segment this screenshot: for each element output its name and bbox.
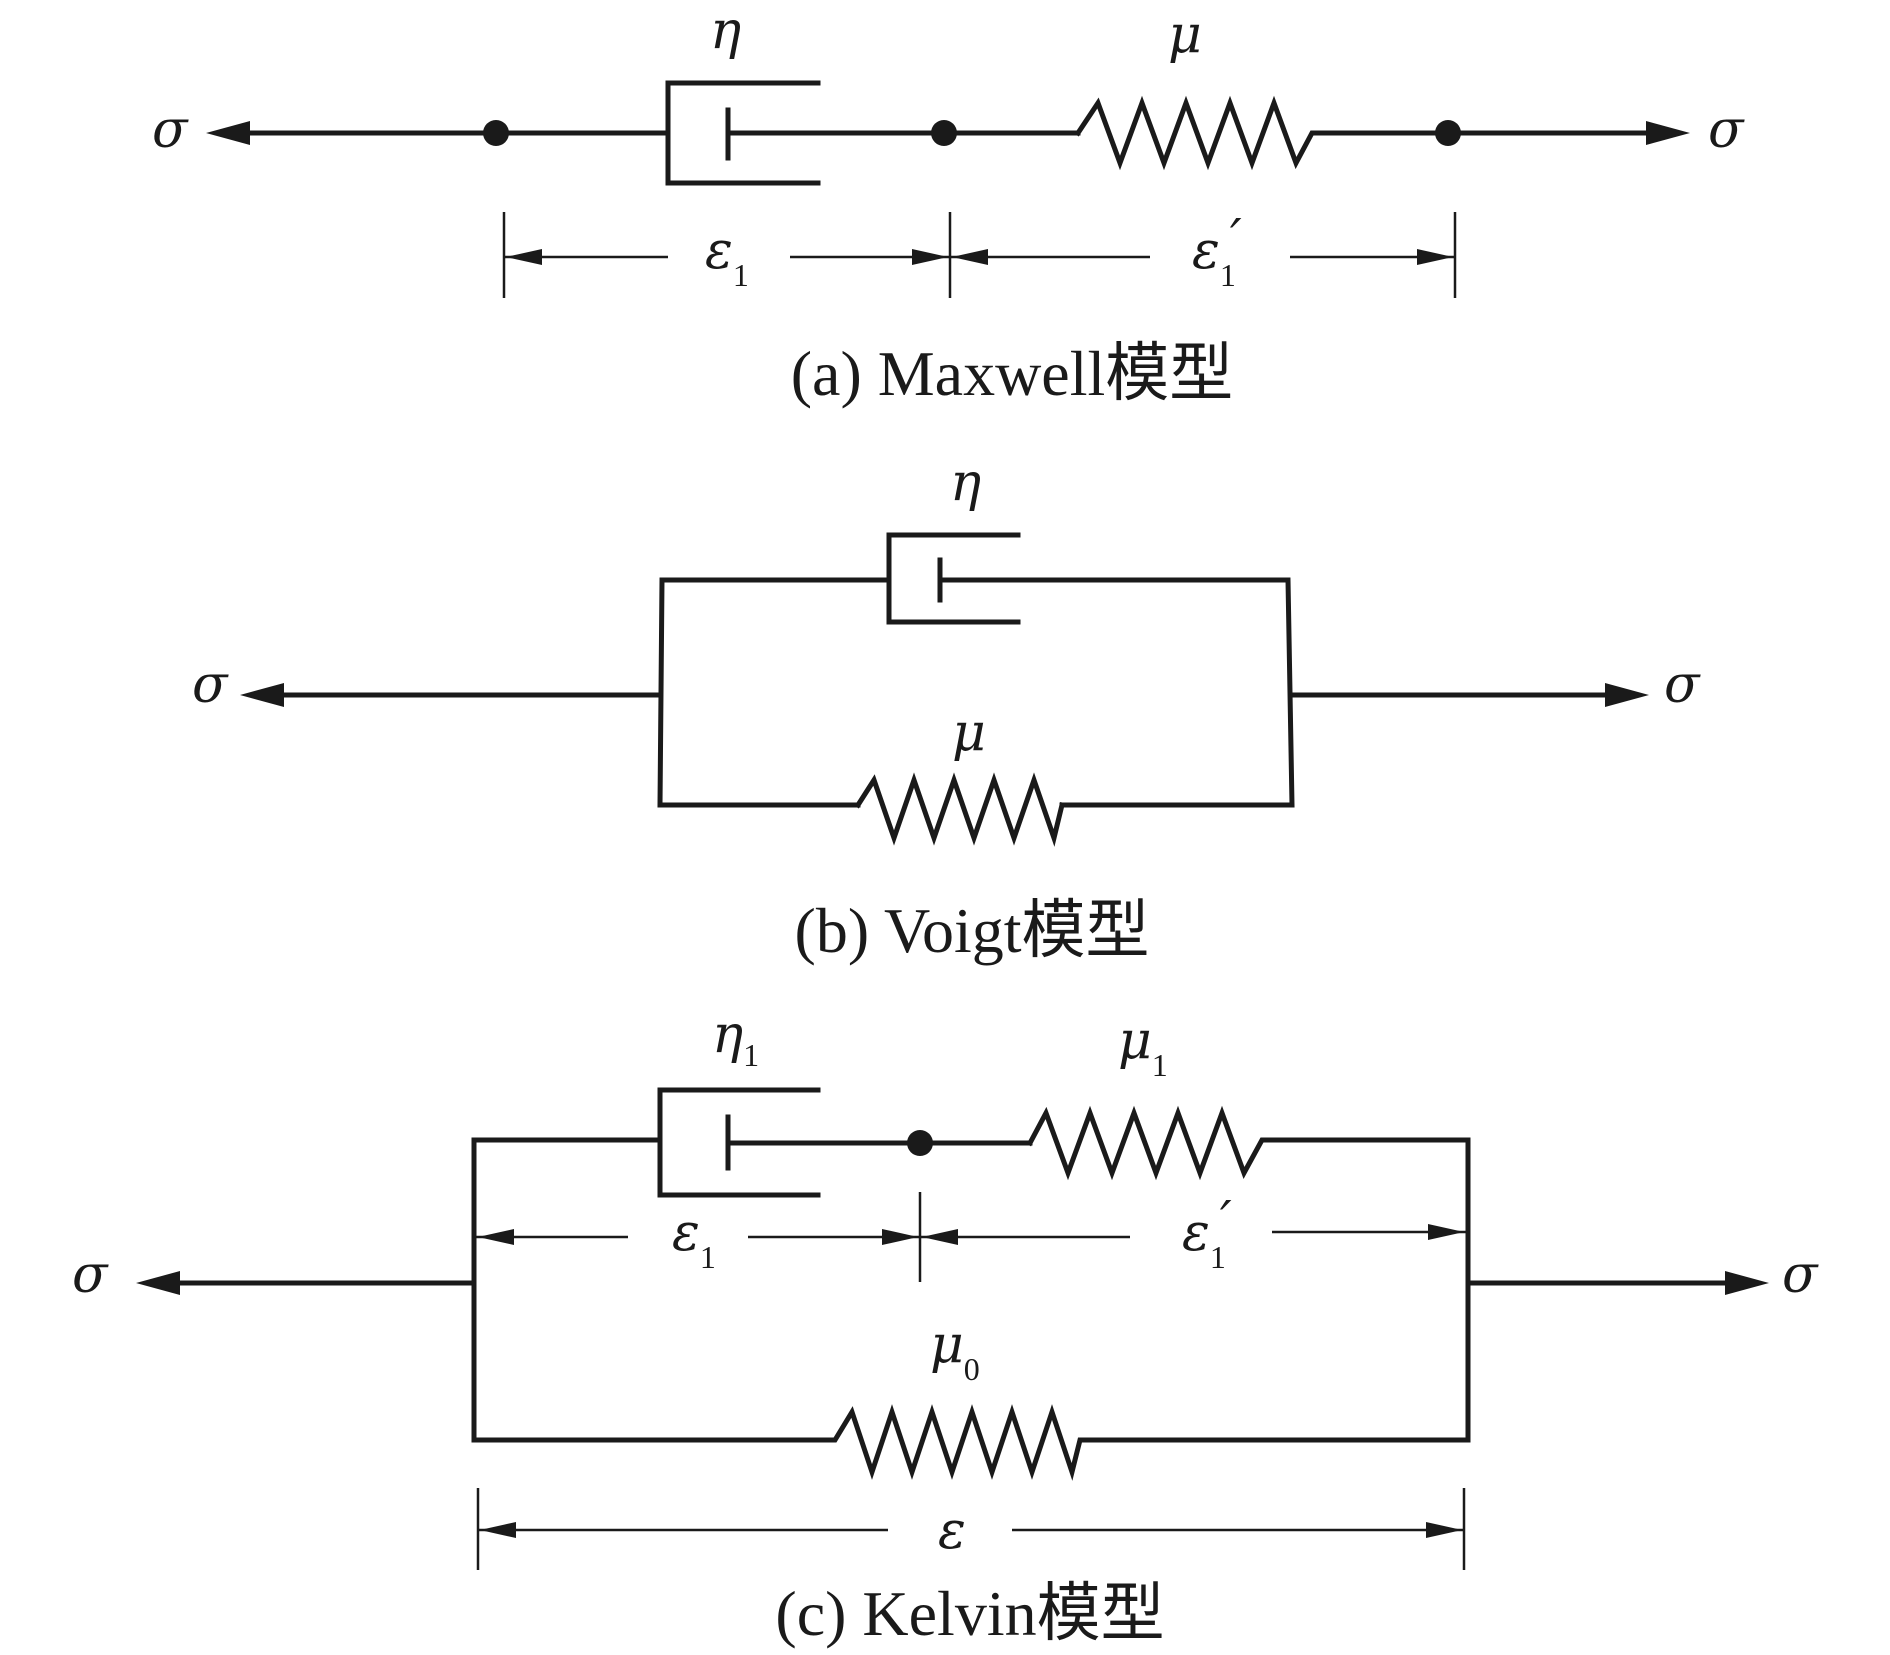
voigt-right-arrow	[1605, 683, 1649, 707]
maxwell-left-node	[483, 120, 509, 146]
voigt-dashpot-label: η	[950, 453, 981, 513]
kelvin-left-arrow	[136, 1271, 180, 1295]
maxwell-strain-dashpot-label: ε1	[705, 221, 749, 293]
kelvin-right-arrow	[1725, 1271, 1769, 1295]
kelvin-middle-node	[907, 1130, 933, 1156]
voigt-frame-right	[947, 577, 1295, 808]
maxwell-spring	[1074, 95, 1451, 171]
voigt-caption: (b) Voigt模型	[795, 895, 1150, 966]
voigt-spring	[854, 772, 1066, 847]
kelvin-series-spring-label: μ1	[1118, 1011, 1168, 1083]
voigt-left-arrow	[240, 683, 284, 707]
maxwell-right-arrow	[1646, 121, 1690, 145]
kelvin-dashpot-label: η1	[712, 1005, 759, 1073]
kelvin-strain-dashpot-label: ε1	[672, 1203, 716, 1275]
maxwell-dashpot-label: η	[710, 1, 741, 61]
kelvin-series-spring	[1026, 1105, 1471, 1181]
kelvin-stress-left: σ	[72, 1245, 109, 1305]
voigt-stress-left: σ	[192, 655, 229, 715]
maxwell-stress-left: σ	[152, 100, 189, 160]
maxwell-strain-dimensions	[502, 212, 1457, 298]
kelvin-total-strain-label: ε	[938, 1501, 966, 1561]
voigt-model: σ σ η μ (b) Voigt模型	[192, 453, 1701, 966]
maxwell-dashpot	[665, 80, 1081, 186]
voigt-stress-right: σ	[1664, 655, 1701, 715]
kelvin-total-strain-dimension	[476, 1488, 1466, 1570]
maxwell-model: σ σ η μ ε1 ε1′ (a) Maxwell模型	[152, 1, 1745, 409]
kelvin-stress-right: σ	[1782, 1245, 1819, 1305]
kelvin-caption: (c) Kelvin模型	[775, 1578, 1164, 1649]
voigt-frame-left	[657, 577, 892, 808]
kelvin-parallel-spring-label: μ0	[930, 1315, 980, 1387]
kelvin-parallel-spring	[471, 1404, 1471, 1481]
maxwell-strain-spring-label: ε1′	[1192, 209, 1242, 293]
kelvin-dashpot	[657, 1087, 1033, 1198]
maxwell-middle-node	[931, 120, 957, 146]
voigt-spring-label: μ	[952, 703, 986, 763]
maxwell-caption: (a) Maxwell模型	[791, 338, 1234, 409]
kelvin-branch-strain-dimensions	[476, 1192, 1466, 1282]
voigt-dashpot	[886, 532, 1021, 625]
maxwell-spring-label: μ	[1168, 5, 1202, 65]
kelvin-strain-spring-label: ε1′	[1182, 1191, 1232, 1275]
maxwell-left-arrow	[206, 121, 250, 145]
maxwell-stress-right: σ	[1708, 100, 1745, 160]
kelvin-model: σ σ η1 μ1 μ0 ε1 ε1′ ε (c) Kelvin模型	[72, 1005, 1819, 1649]
